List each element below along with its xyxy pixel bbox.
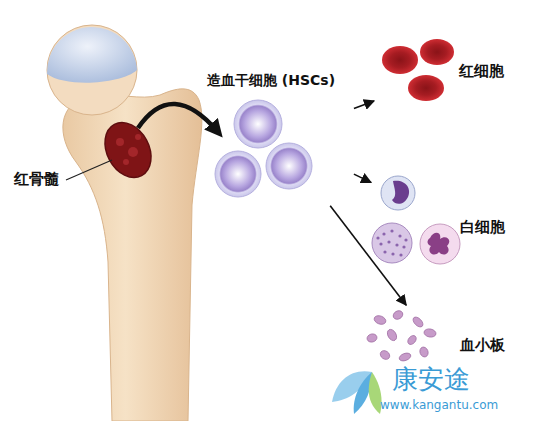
red-cell xyxy=(420,39,454,65)
curved-arrow xyxy=(138,104,218,132)
node-label: 血小板 xyxy=(460,336,505,354)
watermark-text: 康安途 xyxy=(392,364,470,395)
red-marrow xyxy=(96,115,160,186)
marrow-spot xyxy=(135,134,141,140)
watermark-logo xyxy=(332,371,382,414)
stem-cell-cluster: 造血干细胞 (HSCs) xyxy=(203,70,353,205)
arrow-connector xyxy=(330,206,406,305)
arrow-connector xyxy=(354,174,371,182)
stem-cell xyxy=(234,100,282,148)
white-cell xyxy=(372,223,412,263)
bone-head xyxy=(47,25,137,115)
node-label: 白细胞 xyxy=(460,218,505,236)
white-cell-group: 白细胞 xyxy=(372,170,522,268)
red-cell xyxy=(382,46,418,74)
platelets xyxy=(366,309,436,362)
part-label: 红骨髓 xyxy=(14,170,59,188)
marrow-spot xyxy=(116,138,124,146)
cell-nucleus xyxy=(428,233,450,255)
cell-nucleus xyxy=(392,181,409,204)
cartilage-cap xyxy=(47,27,137,83)
arrow-connector xyxy=(354,101,374,109)
node-label: 红细胞 xyxy=(459,62,504,80)
marrow-patch xyxy=(96,115,160,186)
stem-cells xyxy=(215,100,312,197)
leader-line xyxy=(66,160,112,180)
watermark-url: www.kangantu.com xyxy=(380,398,498,412)
cell-granules xyxy=(376,229,407,256)
femur-bone xyxy=(47,25,202,421)
stem-cell xyxy=(215,151,261,197)
white-blood-cells xyxy=(372,176,460,264)
red-cell-group: 红细胞 xyxy=(375,38,525,106)
red-blood-cells xyxy=(382,39,454,101)
white-cell xyxy=(381,176,415,210)
stem-cell xyxy=(266,143,312,189)
white-cell xyxy=(420,224,460,264)
bone-shaft xyxy=(63,89,202,421)
marrow-spot xyxy=(128,147,138,157)
marrow-spot xyxy=(123,159,129,165)
red-cell xyxy=(408,75,444,101)
platelet-group: 血小板 xyxy=(350,306,511,368)
node-label: 造血干细胞 (HSCs) xyxy=(207,72,335,89)
logo-leaf xyxy=(369,372,382,414)
